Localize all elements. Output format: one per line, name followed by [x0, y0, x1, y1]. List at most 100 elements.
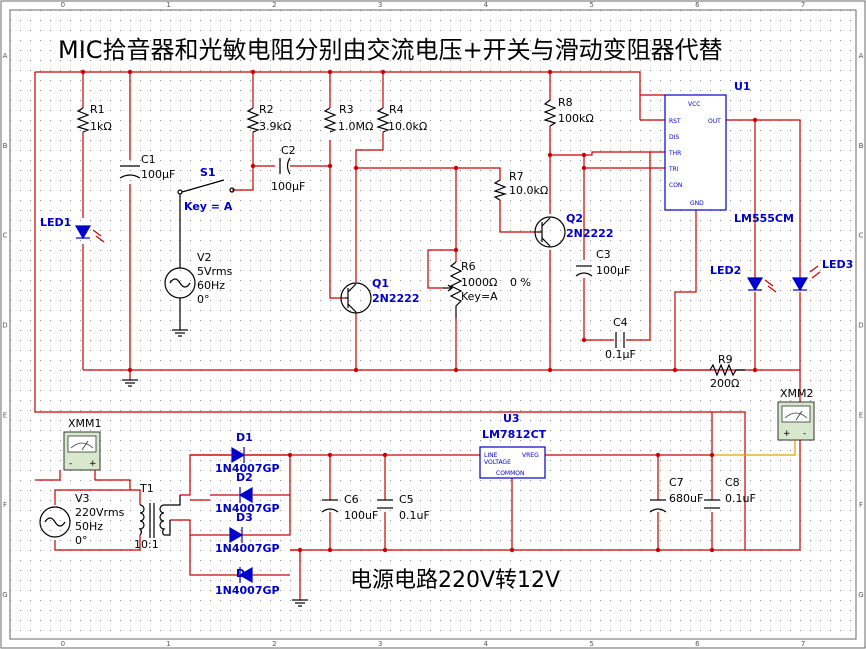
multimeter-xmm1[interactable]: - + — [63, 431, 101, 471]
ic-u1-pin-rst: RST — [669, 118, 681, 125]
d4-model: 1N4007GP — [215, 584, 280, 597]
ic-u3-body[interactable] — [479, 446, 546, 479]
xmm2-plus-label: + — [783, 429, 791, 439]
r2-ref: R2 — [259, 103, 274, 116]
d3-ref: D3 — [236, 511, 253, 524]
blue-labels: S1 Key = A LED1 LED2 LED3 Q1 2N2222 Q2 2… — [40, 80, 853, 597]
c7-value: 680uF — [669, 492, 703, 505]
meter-probe-wire — [712, 440, 796, 456]
u1-ref: U1 — [734, 80, 751, 93]
diodes — [74, 225, 809, 584]
led2-symbol[interactable] — [746, 277, 764, 292]
r8-ref: R8 — [558, 96, 573, 109]
c3-value: 100µF — [596, 264, 630, 277]
border-row-label: D — [2, 322, 7, 330]
s1-key: Key = A — [184, 200, 233, 213]
border-col-label: 5 — [589, 1, 593, 9]
transistor-q2-symbol[interactable] — [534, 216, 566, 248]
t1-ratio: 10:1 — [134, 538, 159, 551]
u3-ref: U3 — [503, 412, 520, 425]
r6-value: 1000Ω — [461, 276, 497, 289]
ic-u3-pin-voltage: VOLTAGE — [484, 459, 511, 466]
q1-ref: Q1 — [372, 277, 389, 290]
v2-ref: V2 — [197, 251, 212, 264]
resistor-r9-symbol[interactable] — [709, 363, 745, 377]
u1-model: LM555CM — [734, 212, 794, 225]
c3-ref: C3 — [596, 248, 611, 261]
v3-line3: 0° — [75, 534, 88, 547]
ic-u1-pin-thr: THR — [668, 150, 681, 157]
q2-ref: Q2 — [566, 212, 583, 225]
d1-ref: D1 — [236, 431, 253, 444]
led1-symbol[interactable] — [74, 225, 92, 240]
v3-line2: 50Hz — [75, 520, 103, 533]
led3-symbol[interactable] — [791, 277, 809, 292]
r7-value: 10.0kΩ — [509, 184, 548, 197]
led-light-arrows — [92, 229, 821, 293]
c4-ref: C4 — [613, 316, 628, 329]
component-labels: R1 1kΩ R2 3.9kΩ R3 1.0MΩ R4 10.0kΩ R8 10… — [68, 96, 814, 551]
border-col-label: 3 — [378, 640, 382, 648]
potentiometer-r6-symbol[interactable] — [449, 261, 463, 318]
c7-ref: C7 — [669, 476, 684, 489]
xmm1-minus-label: - — [69, 459, 72, 469]
r4-value: 10.0kΩ — [388, 120, 427, 133]
c6-ref: C6 — [344, 493, 359, 506]
wires — [34, 71, 801, 600]
multimeter-xmm2[interactable]: + - — [777, 401, 815, 441]
r8-value: 100kΩ — [558, 112, 594, 125]
resistor-r7-symbol[interactable] — [493, 179, 508, 201]
border-row-label: E — [3, 411, 7, 419]
resistor-r1-symbol[interactable] — [76, 107, 90, 133]
meter-needle — [81, 440, 89, 451]
r4-ref: R4 — [389, 103, 404, 116]
r3-ref: R3 — [339, 103, 354, 116]
c2-ref: C2 — [281, 144, 296, 157]
transistor-q1-symbol[interactable] — [340, 282, 372, 314]
border-col-label: 7 — [801, 640, 805, 648]
v2-line2: 60Hz — [197, 279, 225, 292]
border-row-label: B — [3, 142, 8, 150]
border-col-label: 4 — [484, 1, 489, 9]
ic-u3-pin-vreg: VREG — [522, 452, 539, 459]
q2-model: 2N2222 — [566, 227, 613, 240]
r6-ref: R6 — [461, 260, 476, 273]
xmm1-plus-label: + — [89, 459, 97, 469]
page-title: MIC拾音器和光敏电阻分别由交流电压+开关与滑动变阻器代替 — [58, 36, 723, 64]
r1-value: 1kΩ — [90, 120, 112, 133]
r7-ref: R7 — [509, 170, 524, 183]
ic-u1-body[interactable] — [664, 94, 727, 211]
border-col-label: 2 — [272, 1, 276, 9]
r2-value: 3.9kΩ — [259, 120, 291, 133]
transformer-t1-symbol[interactable] — [138, 504, 145, 536]
ic-u3-pins: LINE VREG VOLTAGE COMMON — [484, 452, 539, 477]
c5-ref: C5 — [399, 493, 414, 506]
c1-value: 100µF — [141, 168, 175, 181]
xmm1-ref: XMM1 — [68, 417, 102, 430]
border-row-label: A — [3, 52, 8, 60]
resistor-r2-symbol[interactable] — [246, 107, 260, 133]
v2-line3: 0° — [197, 293, 210, 306]
r1-ref: R1 — [90, 103, 105, 116]
border-col-label: 3 — [378, 1, 382, 9]
border-col-label: 5 — [589, 640, 593, 648]
xmm2-minus-label: - — [803, 429, 806, 439]
border-col-label: 2 — [272, 640, 276, 648]
resistor-r4-symbol[interactable] — [376, 107, 390, 133]
q1-model: 2N2222 — [372, 292, 419, 305]
ic-u1-pins: VCC OUT RST DIS THR TRI CON GND — [668, 101, 721, 207]
c2-value: 100µF — [271, 180, 305, 193]
junction-dots — [80, 69, 758, 553]
d2-ref: D2 — [236, 471, 253, 484]
c5-value: 0.1uF — [399, 509, 430, 522]
resistor-r3-symbol[interactable] — [323, 107, 337, 133]
border-row-label: D — [858, 322, 863, 330]
resistor-r8-symbol[interactable] — [543, 99, 557, 127]
border-col-label: 6 — [695, 1, 700, 9]
ic-u1-pin-vcc: VCC — [688, 101, 700, 108]
c8-ref: C8 — [725, 476, 740, 489]
ac-source-v3-symbol[interactable] — [39, 506, 71, 538]
v2-line1: 5Vrms — [197, 265, 233, 278]
